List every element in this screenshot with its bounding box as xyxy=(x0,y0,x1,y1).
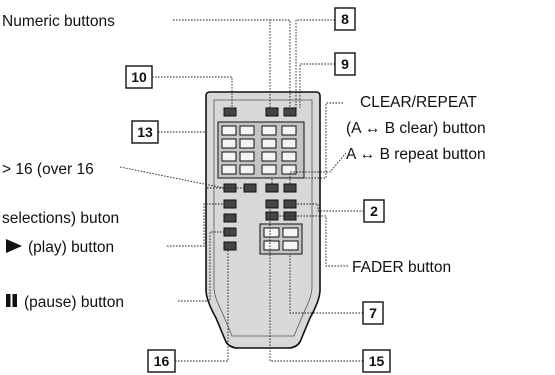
callout-8: 8 xyxy=(334,7,356,31)
callout-13: 13 xyxy=(131,120,159,144)
callout-15: 15 xyxy=(362,349,391,373)
leader-lines xyxy=(119,19,364,362)
ab-repeat-button xyxy=(283,183,297,193)
button-2-key xyxy=(283,199,297,209)
numeric-top-button-a xyxy=(265,107,279,117)
stop-button xyxy=(223,213,237,223)
callout-8-label: 8 xyxy=(341,11,349,27)
callout-9: 9 xyxy=(334,52,356,76)
label-over16-line1: > 16 (over 16 xyxy=(2,161,94,178)
top-left-button xyxy=(223,107,237,117)
callout-9-label: 9 xyxy=(341,56,349,72)
callout-15-label: 15 xyxy=(369,353,385,369)
label-clear-repeat-line2: (A ↔ B clear) button xyxy=(346,120,486,137)
label-over16-line2: selections) buton xyxy=(2,210,119,227)
play-button xyxy=(223,199,237,209)
callout-10: 10 xyxy=(125,65,153,89)
pause-bars-icon xyxy=(6,294,17,307)
label-clear-repeat-line1: CLEAR/REPEAT xyxy=(360,94,477,111)
callout-2: 2 xyxy=(363,199,385,223)
button-13 xyxy=(243,183,257,193)
button-16-key xyxy=(223,241,237,251)
numeric-keypad xyxy=(221,125,297,175)
numeric-top-button-b xyxy=(283,107,297,117)
label-pause-group: (pause) button xyxy=(6,294,124,311)
play-triangle-icon xyxy=(6,239,22,253)
label-pause: (pause) button xyxy=(24,294,124,311)
callout-16-label: 16 xyxy=(154,353,170,369)
label-numeric-buttons: Numeric buttons xyxy=(2,13,115,30)
pause-button xyxy=(223,227,237,237)
remote-control xyxy=(205,91,321,349)
label-play: (play) button xyxy=(28,239,114,256)
label-fader: FADER button xyxy=(352,259,451,276)
label-ab-repeat: A ↔ B repeat button xyxy=(346,146,486,163)
button-15-key xyxy=(265,199,279,209)
callout-7-label: 7 xyxy=(369,305,377,321)
callout-7: 7 xyxy=(362,301,384,325)
callout-2-label: 2 xyxy=(370,203,378,219)
clear-repeat-button xyxy=(265,183,279,193)
callout-16: 16 xyxy=(147,349,176,373)
label-play-group: (play) button xyxy=(6,239,114,256)
callout-13-label: 13 xyxy=(137,124,153,140)
fader-button xyxy=(265,211,279,221)
callout-10-label: 10 xyxy=(131,69,147,85)
